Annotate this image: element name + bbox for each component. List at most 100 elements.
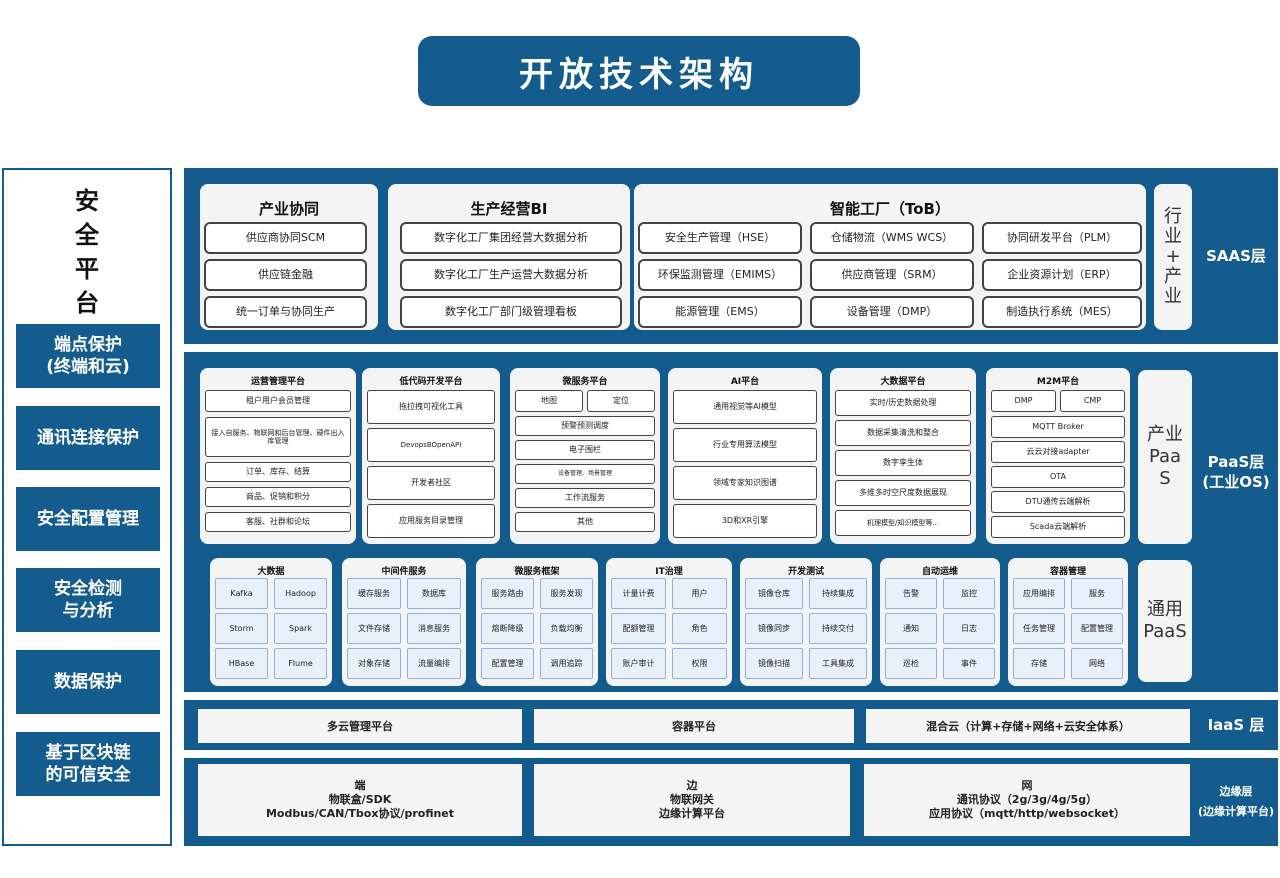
saas-item: 数字化工厂生产运营大数据分析 bbox=[400, 259, 622, 291]
paas-service: Kafka bbox=[215, 578, 268, 609]
paas-module: 拖拉拽可视化工具 bbox=[367, 390, 495, 424]
paas-service: 配额管理 bbox=[611, 613, 666, 644]
paas-module: MQTT Broker bbox=[991, 416, 1125, 438]
panel-bi: 生产经营BI 数字化工厂集团经营大数据分析 数字化工厂生产运营大数据分析 数字化… bbox=[388, 184, 630, 330]
paas-service: HBase bbox=[215, 648, 268, 679]
paas-service: 工具集成 bbox=[809, 648, 867, 679]
paas-module: 机理模型/知识模型等... bbox=[835, 510, 971, 536]
saas-item: 能源管理（EMS） bbox=[638, 296, 802, 328]
edge-network: 网 通讯协议（2g/3g/4g/5g） 应用协议（mqtt/http/webso… bbox=[864, 764, 1190, 836]
security-platform: 安 全 平 台 端点保护 (终端和云) 通讯连接保护 安全配置管理 安全检测 与… bbox=[2, 168, 172, 846]
paas-service: 服务 bbox=[1071, 578, 1123, 609]
saas-label: SAAS层 bbox=[1206, 247, 1266, 265]
paas-service: 数据库 bbox=[407, 578, 461, 609]
saas-industry-side: 行 业 + 产 业 bbox=[1154, 184, 1192, 330]
panel-factory: 智能工厂（ToB） 协同研发平台（PLM） 仓储物流（WMS WCS） 安全生产… bbox=[634, 184, 1146, 330]
saas-layer: SAAS层 行 业 + 产 业 产业协同 供应商协同SCM 供应链金融 统一订单… bbox=[184, 168, 1278, 344]
panel-title: AI平台 bbox=[730, 377, 760, 387]
paas-service: 巡检 bbox=[885, 648, 937, 679]
paas-module: 3D和XR引擎 bbox=[673, 504, 817, 538]
paas-service: 流量编排 bbox=[407, 648, 461, 679]
paas-service: 任务管理 bbox=[1013, 613, 1065, 644]
security-item-endpoint: 端点保护 (终端和云) bbox=[16, 324, 160, 388]
paas-module: CMP bbox=[1060, 390, 1125, 412]
paas-service: 事件 bbox=[943, 648, 995, 679]
paas-module: 租户用户会员管理 bbox=[205, 390, 351, 412]
paas-module: 订单、库存、结算 bbox=[205, 462, 351, 482]
security-item-detect: 安全检测 与分析 bbox=[16, 568, 160, 632]
saas-item: 环保监测管理（EMIMS） bbox=[638, 259, 802, 291]
saas-item: 设备管理（DMP） bbox=[810, 296, 974, 328]
paas-service: 账户审计 bbox=[611, 648, 666, 679]
saas-item: 供应链金融 bbox=[204, 259, 367, 291]
side-char: 业 bbox=[1164, 286, 1182, 307]
side-char: + bbox=[1165, 246, 1181, 267]
paas-label: PaaS层 (工业OS) bbox=[1202, 453, 1270, 491]
paas-service: 权限 bbox=[672, 648, 727, 679]
panel-title: 大数据 bbox=[257, 567, 285, 577]
paas-module: 实时/历史数据处理 bbox=[835, 390, 971, 416]
paas-service: 计量计费 bbox=[611, 578, 666, 609]
paas-service: 配置管理 bbox=[481, 648, 534, 679]
saas-item: 制造执行系统（MES） bbox=[982, 296, 1142, 328]
paas-module: 客服、社群和论坛 bbox=[205, 512, 351, 532]
paas-service: 应用编排 bbox=[1013, 578, 1065, 609]
paas-module: 多维多时空尺度数据展现 bbox=[835, 480, 971, 506]
paas-service: 存储 bbox=[1013, 648, 1065, 679]
general-panel: 开发测试持续集成镜像仓库持续交付镜像同步工具集成镜像扫描 bbox=[740, 558, 872, 686]
panel-title: 中间件服务 bbox=[381, 567, 427, 577]
page-title: 开放技术架构 bbox=[418, 36, 860, 106]
saas-item: 数字化工厂集团经营大数据分析 bbox=[400, 222, 622, 254]
industry-panel: 大数据平台实时/历史数据处理数据采集清洗和整合数字孪生体多维多时空尺度数据展现机… bbox=[830, 368, 976, 544]
paas-module: 预警预测调度 bbox=[515, 416, 655, 436]
security-item-config: 安全配置管理 bbox=[16, 487, 160, 551]
paas-service: 文件存储 bbox=[347, 613, 401, 644]
edge-device: 端 物联盒/SDK Modbus/CAN/Tbox协议/profinet bbox=[198, 764, 522, 836]
paas-service: 熔断降级 bbox=[481, 613, 534, 644]
paas-service: 服务发现 bbox=[540, 578, 593, 609]
paas-service: 持续集成 bbox=[809, 578, 867, 609]
panel-title: 运营管理平台 bbox=[250, 377, 305, 387]
security-item-blockchain: 基于区块链 的可信安全 bbox=[16, 732, 160, 796]
side-char: 行 bbox=[1164, 206, 1182, 227]
industry-panel: 微服务平台定位地图预警预测调度电子围栏设备管理、场景管理工作流服务其他 bbox=[510, 368, 660, 544]
paas-service: 持续交付 bbox=[809, 613, 867, 644]
paas-service: Storm bbox=[215, 613, 268, 644]
paas-service: 配置管理 bbox=[1071, 613, 1123, 644]
panel-title: 智能工厂（ToB） bbox=[830, 200, 950, 218]
saas-item: 协同研发平台（PLM） bbox=[982, 222, 1142, 254]
paas-service: 消息服务 bbox=[407, 613, 461, 644]
paas-service: 告警 bbox=[885, 578, 937, 609]
security-title: 安 全 平 台 bbox=[4, 184, 170, 320]
paas-module: 数字孪生体 bbox=[835, 450, 971, 476]
paas-service: Hadoop bbox=[274, 578, 327, 609]
panel-cooperation: 产业协同 供应商协同SCM 供应链金融 统一订单与协同生产 bbox=[200, 184, 378, 330]
paas-module: 设备管理、场景管理 bbox=[515, 464, 655, 484]
security-title-char: 安 bbox=[75, 187, 99, 215]
general-panel: 微服务框架服务发现服务路由负载均衡熔断降级调用追踪配置管理 bbox=[476, 558, 598, 686]
panel-title: 微服务框架 bbox=[514, 567, 560, 577]
saas-item: 数字化工厂部门级管理看板 bbox=[400, 296, 622, 328]
edge-label: 边缘层 (边缘计算平台) bbox=[1197, 785, 1275, 818]
paas-module: DevopsBOpenAPI bbox=[367, 428, 495, 462]
paas-module: 商品、促销和积分 bbox=[205, 487, 351, 507]
paas-service: 用户 bbox=[672, 578, 727, 609]
paas-module: 地图 bbox=[515, 390, 583, 412]
paas-module: DTU通传云端解析 bbox=[991, 491, 1125, 513]
iaas-label: IaaS 层 bbox=[1207, 716, 1265, 734]
saas-item: 仓储物流（WMS WCS） bbox=[810, 222, 974, 254]
side-char: 业 bbox=[1164, 226, 1182, 247]
paas-module: 通用视觉等AI模型 bbox=[673, 390, 817, 424]
panel-title: IT治理 bbox=[655, 567, 683, 577]
iaas-layer: IaaS 层 混合云（计算+存储+网络+云安全体系） 容器平台 多云管理平台 bbox=[184, 700, 1278, 750]
paas-module: OTA bbox=[991, 466, 1125, 488]
panel-title: 低代码开发平台 bbox=[399, 377, 463, 387]
paas-module: 应用服务目录管理 bbox=[367, 504, 495, 538]
paas-module: DMP bbox=[991, 390, 1056, 412]
security-title-char: 平 bbox=[75, 255, 99, 283]
